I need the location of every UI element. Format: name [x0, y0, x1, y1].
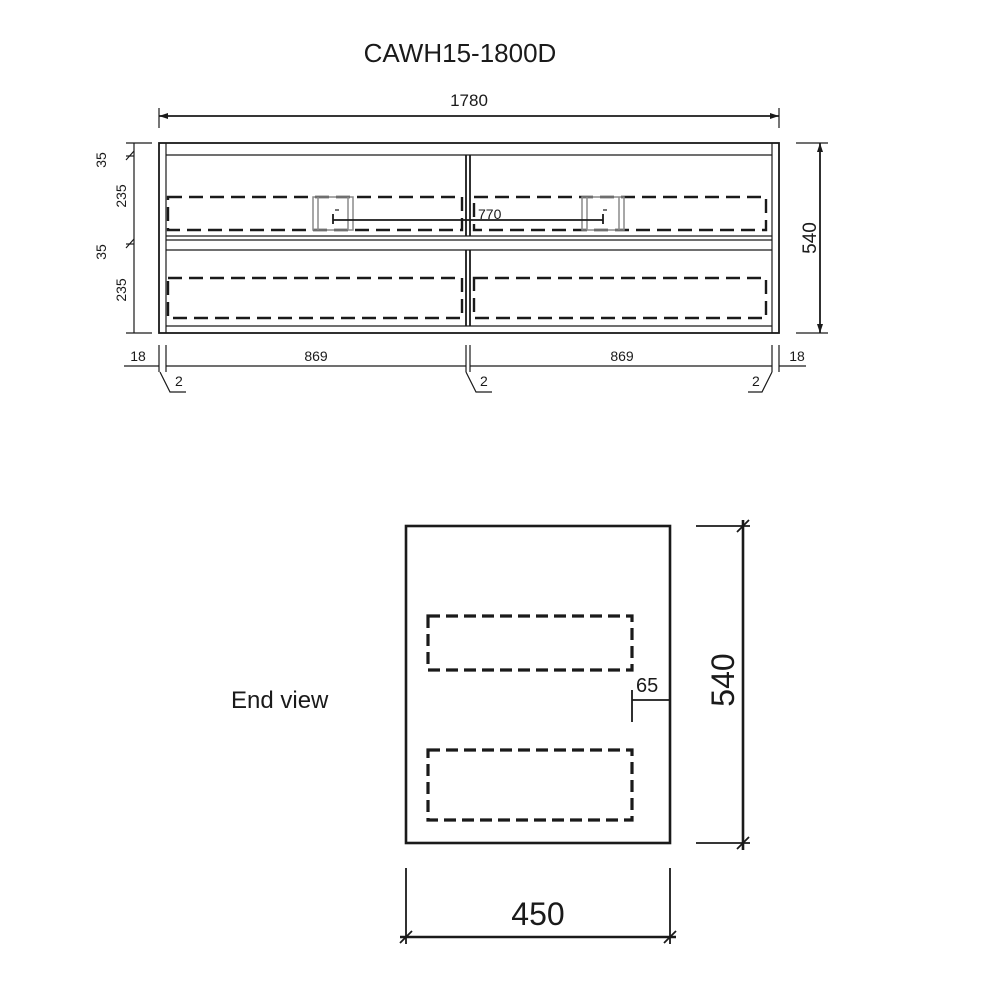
end-view-lower-drawer-hidden: [426, 748, 634, 822]
left-height-dimensions: 35 235 35 235: [93, 142, 152, 334]
dimension-recess-label: 65: [636, 675, 658, 697]
dimension-end-height-label: 540: [705, 653, 741, 706]
basin-waste-cutout-left: [312, 196, 354, 231]
dimension-overall-width: 1780: [158, 91, 780, 128]
dimension-overall-width-label: 1780: [450, 91, 488, 110]
dimension-gap-right: 2: [752, 373, 760, 389]
bottom-width-dimensions: 18 869 869 18 2 2 2: [124, 345, 806, 393]
dimension-overall-height: 540: [796, 142, 828, 334]
dimension-drawer-height-1: 235: [113, 184, 129, 208]
dimension-drawer-width-right: 869: [610, 348, 634, 364]
front-view: 1780: [93, 91, 828, 393]
dimension-drawer-height-2: 235: [113, 278, 129, 302]
dimension-drawer-width-left: 869: [304, 348, 328, 364]
dimension-end-depth: 450: [399, 868, 677, 944]
dimension-top-rail-1: 35: [93, 152, 109, 168]
end-view-upper-drawer-hidden: [426, 614, 634, 672]
end-view-outline: [404, 524, 672, 845]
dimension-gap-left: 2: [175, 373, 183, 389]
cabinet-front-outline: [158, 142, 780, 334]
end-view: End view 65 540 450: [231, 519, 750, 944]
dimension-basin-spacing-label: 770: [478, 206, 502, 222]
dimension-gap-center: 2: [480, 373, 488, 389]
dimension-recess: 65: [631, 675, 670, 722]
end-view-label: End view: [231, 687, 329, 714]
dimension-side-right: 18: [789, 348, 805, 364]
dimension-basin-spacing: 770: [332, 206, 604, 224]
drawing-title: CAWH15-1800D: [364, 38, 557, 68]
dimension-overall-height-label: 540: [800, 222, 821, 254]
basin-waste-cutout-right: [581, 196, 625, 231]
upper-drawer-hidden-outline: [166, 195, 768, 232]
dimension-end-depth-label: 450: [511, 896, 564, 932]
dimension-side-left: 18: [130, 348, 146, 364]
dimension-top-rail-2: 35: [93, 244, 109, 260]
lower-drawer-hidden-outline: [166, 276, 768, 320]
dimension-end-height: 540: [696, 519, 750, 850]
